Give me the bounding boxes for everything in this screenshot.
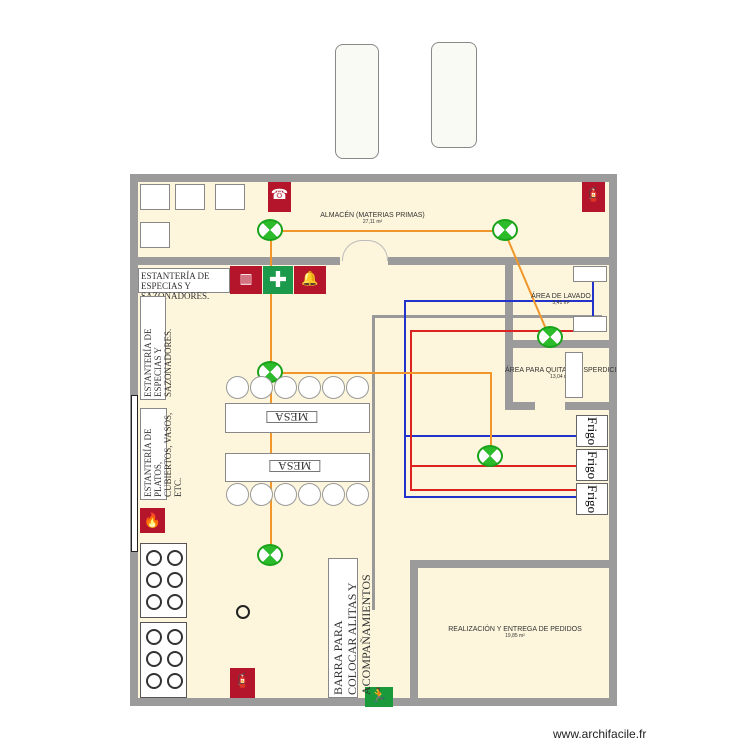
table-label: MESA xyxy=(269,459,321,473)
room-area: 27,11 m² xyxy=(362,219,383,225)
drain-icon xyxy=(236,605,250,619)
shelf-spices: ESTANTERÍA DE ESPECIAS Y SAZONADORES. xyxy=(138,268,230,301)
shelf-spices-vertical: ESTANTERÍA DE ESPECIAS Y SAZONADORES. xyxy=(140,296,173,400)
hot-water-line xyxy=(410,330,600,332)
gray-line xyxy=(372,315,375,610)
emergency-light-icon xyxy=(257,544,283,566)
chair xyxy=(322,483,345,506)
chair xyxy=(346,376,369,399)
stove xyxy=(140,622,187,698)
fridge: Frigo xyxy=(576,415,608,447)
window xyxy=(131,395,138,552)
light-line xyxy=(270,230,505,232)
wall xyxy=(410,560,418,706)
hot-water-line xyxy=(410,489,576,491)
fridge: Frigo xyxy=(576,449,608,481)
exit-sign-icon: 🏃 xyxy=(365,687,393,707)
room-area: 13,04 m² xyxy=(550,374,570,380)
floor xyxy=(418,568,609,698)
chair xyxy=(226,483,249,506)
stove xyxy=(140,543,187,618)
chair xyxy=(298,483,321,506)
wall xyxy=(505,340,617,348)
gray-line xyxy=(372,315,602,318)
bar-counter: BARRA PARA COLOCAR ALITAS Y ACOMPAÑAMIEN… xyxy=(328,558,373,698)
cold-water-line xyxy=(404,496,576,498)
sink xyxy=(573,266,607,282)
chair xyxy=(250,376,273,399)
fire-extinguisher-sign-icon: 🧯 xyxy=(230,668,255,698)
sink xyxy=(140,222,170,248)
wall xyxy=(130,257,340,265)
cold-water-line xyxy=(404,300,592,302)
wall-top xyxy=(130,174,617,182)
emergency-light-icon xyxy=(257,219,283,241)
wall xyxy=(388,257,617,265)
vehicle-icon xyxy=(335,44,379,159)
hot-water-line xyxy=(410,330,412,490)
sink xyxy=(140,184,170,210)
room-name: ÁREA PARA QUITAR DESPERDICI xyxy=(505,367,617,374)
chair xyxy=(250,483,273,506)
table: MESA xyxy=(225,453,370,482)
emergency-light-icon xyxy=(537,326,563,348)
wall xyxy=(410,560,617,568)
fire-sign-icon: 🔥 xyxy=(140,508,165,533)
room-almacen: ALMACÉN (MATERIAS PRIMAS)27,11 m² xyxy=(300,212,445,225)
first-aid-sign-icon: ✚ xyxy=(263,266,293,294)
chair xyxy=(346,483,369,506)
wall xyxy=(505,402,535,410)
cold-water-line xyxy=(592,280,594,320)
emergency-light-icon xyxy=(492,219,518,241)
chair xyxy=(226,376,249,399)
cold-water-line xyxy=(404,300,406,497)
bin xyxy=(565,352,583,398)
room-area: 19,85 m² xyxy=(505,633,525,639)
sink xyxy=(175,184,205,210)
wall-right xyxy=(609,174,617,706)
light-line xyxy=(270,372,490,374)
room-area: 5,41 m² xyxy=(552,300,570,306)
chair xyxy=(322,376,345,399)
emergency-light-icon xyxy=(477,445,503,467)
light-line xyxy=(490,372,492,456)
shelf-plates: ESTANTERÍA DE PLATOS, CUBIERTOS, VASOS, … xyxy=(140,408,183,500)
wall xyxy=(505,265,513,410)
fire-extinguisher-sign-icon: 🧯 xyxy=(582,182,605,212)
room-name: ÁREA DE LAVADO xyxy=(531,293,591,300)
table-label: MESA xyxy=(266,410,318,424)
sink xyxy=(215,184,245,210)
room-name: ALMACÉN (MATERIAS PRIMAS) xyxy=(320,212,425,219)
watermark: www.archifacile.fr xyxy=(553,727,647,741)
table: MESA xyxy=(225,403,370,433)
chair xyxy=(298,376,321,399)
vehicle-icon xyxy=(431,42,477,148)
chair xyxy=(274,483,297,506)
fire-alarm-sign-icon: ☎ xyxy=(268,182,291,212)
chair xyxy=(274,376,297,399)
fridge: Frigo xyxy=(576,483,608,515)
room-name: REALIZACIÓN Y ENTREGA DE PEDIDOS xyxy=(448,626,582,633)
fire-hose-sign-icon: ▥ xyxy=(230,266,262,294)
fire-alarm-sign-icon: 🔔 xyxy=(294,266,326,294)
sink xyxy=(573,316,607,332)
wall xyxy=(565,402,617,410)
